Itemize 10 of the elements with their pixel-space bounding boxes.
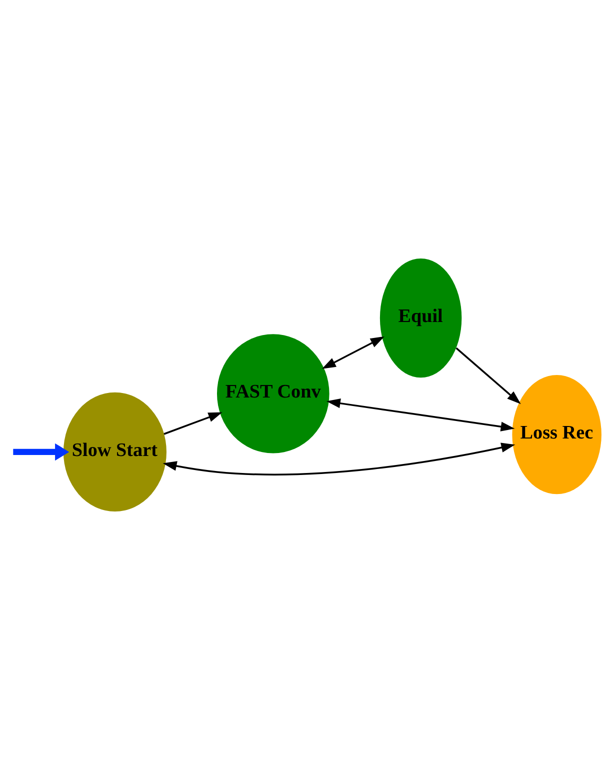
arrow xyxy=(326,398,515,431)
node-ellipse: Slow Start xyxy=(63,392,166,512)
arrow xyxy=(164,412,222,434)
node-ellipse: Equil xyxy=(380,258,462,378)
arrow xyxy=(456,346,521,404)
node-ellipse: Loss Rec xyxy=(512,374,602,494)
node-circle: FAST Conv xyxy=(216,334,330,453)
arrow xyxy=(322,336,384,368)
arrow xyxy=(162,442,516,475)
arrow xyxy=(13,442,70,460)
